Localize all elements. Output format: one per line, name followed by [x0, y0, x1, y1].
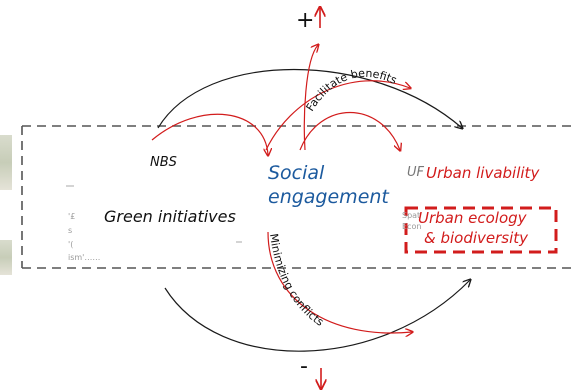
urban-ecology-label: Urban ecology — [418, 209, 527, 227]
green-initiatives-label: Green initiatives — [104, 207, 236, 226]
social-label: Social — [268, 162, 325, 184]
bottom-black-arc — [164, 280, 470, 352]
red-arc-up — [303, 45, 318, 151]
faint-text-2: s — [68, 226, 73, 235]
minus-sign: - — [300, 354, 308, 379]
faint-text-4: ism'…… — [68, 253, 101, 262]
plus-sign: + — [296, 8, 315, 33]
red-arc-right — [299, 112, 400, 151]
faint-right-2: Econ — [402, 222, 422, 231]
faint-right-1: Spat — [402, 211, 421, 220]
nbs-label: NBS — [150, 155, 177, 170]
minimizing-conflicts-label: Minimizing conflicts — [267, 233, 326, 329]
urban-livability-label: Urban livability — [426, 164, 540, 182]
red-arc-left — [151, 113, 268, 155]
faint-text-1: '£ — [68, 212, 76, 221]
facilitate-benefits-label: Facilitate benefits — [304, 67, 400, 114]
biodiversity-label: & biodiversity — [424, 229, 529, 247]
photo-fragment-2 — [0, 240, 12, 275]
red-arc-minimize — [267, 231, 412, 333]
top-black-arc — [157, 68, 462, 129]
faint-text-3: '( — [68, 240, 74, 249]
uf-label: UF — [407, 165, 424, 180]
red-arc-facilitate — [265, 80, 410, 151]
ecology-highlight-box — [404, 206, 558, 254]
engagement-label: engagement — [268, 186, 389, 208]
photo-fragment-1 — [0, 135, 12, 190]
